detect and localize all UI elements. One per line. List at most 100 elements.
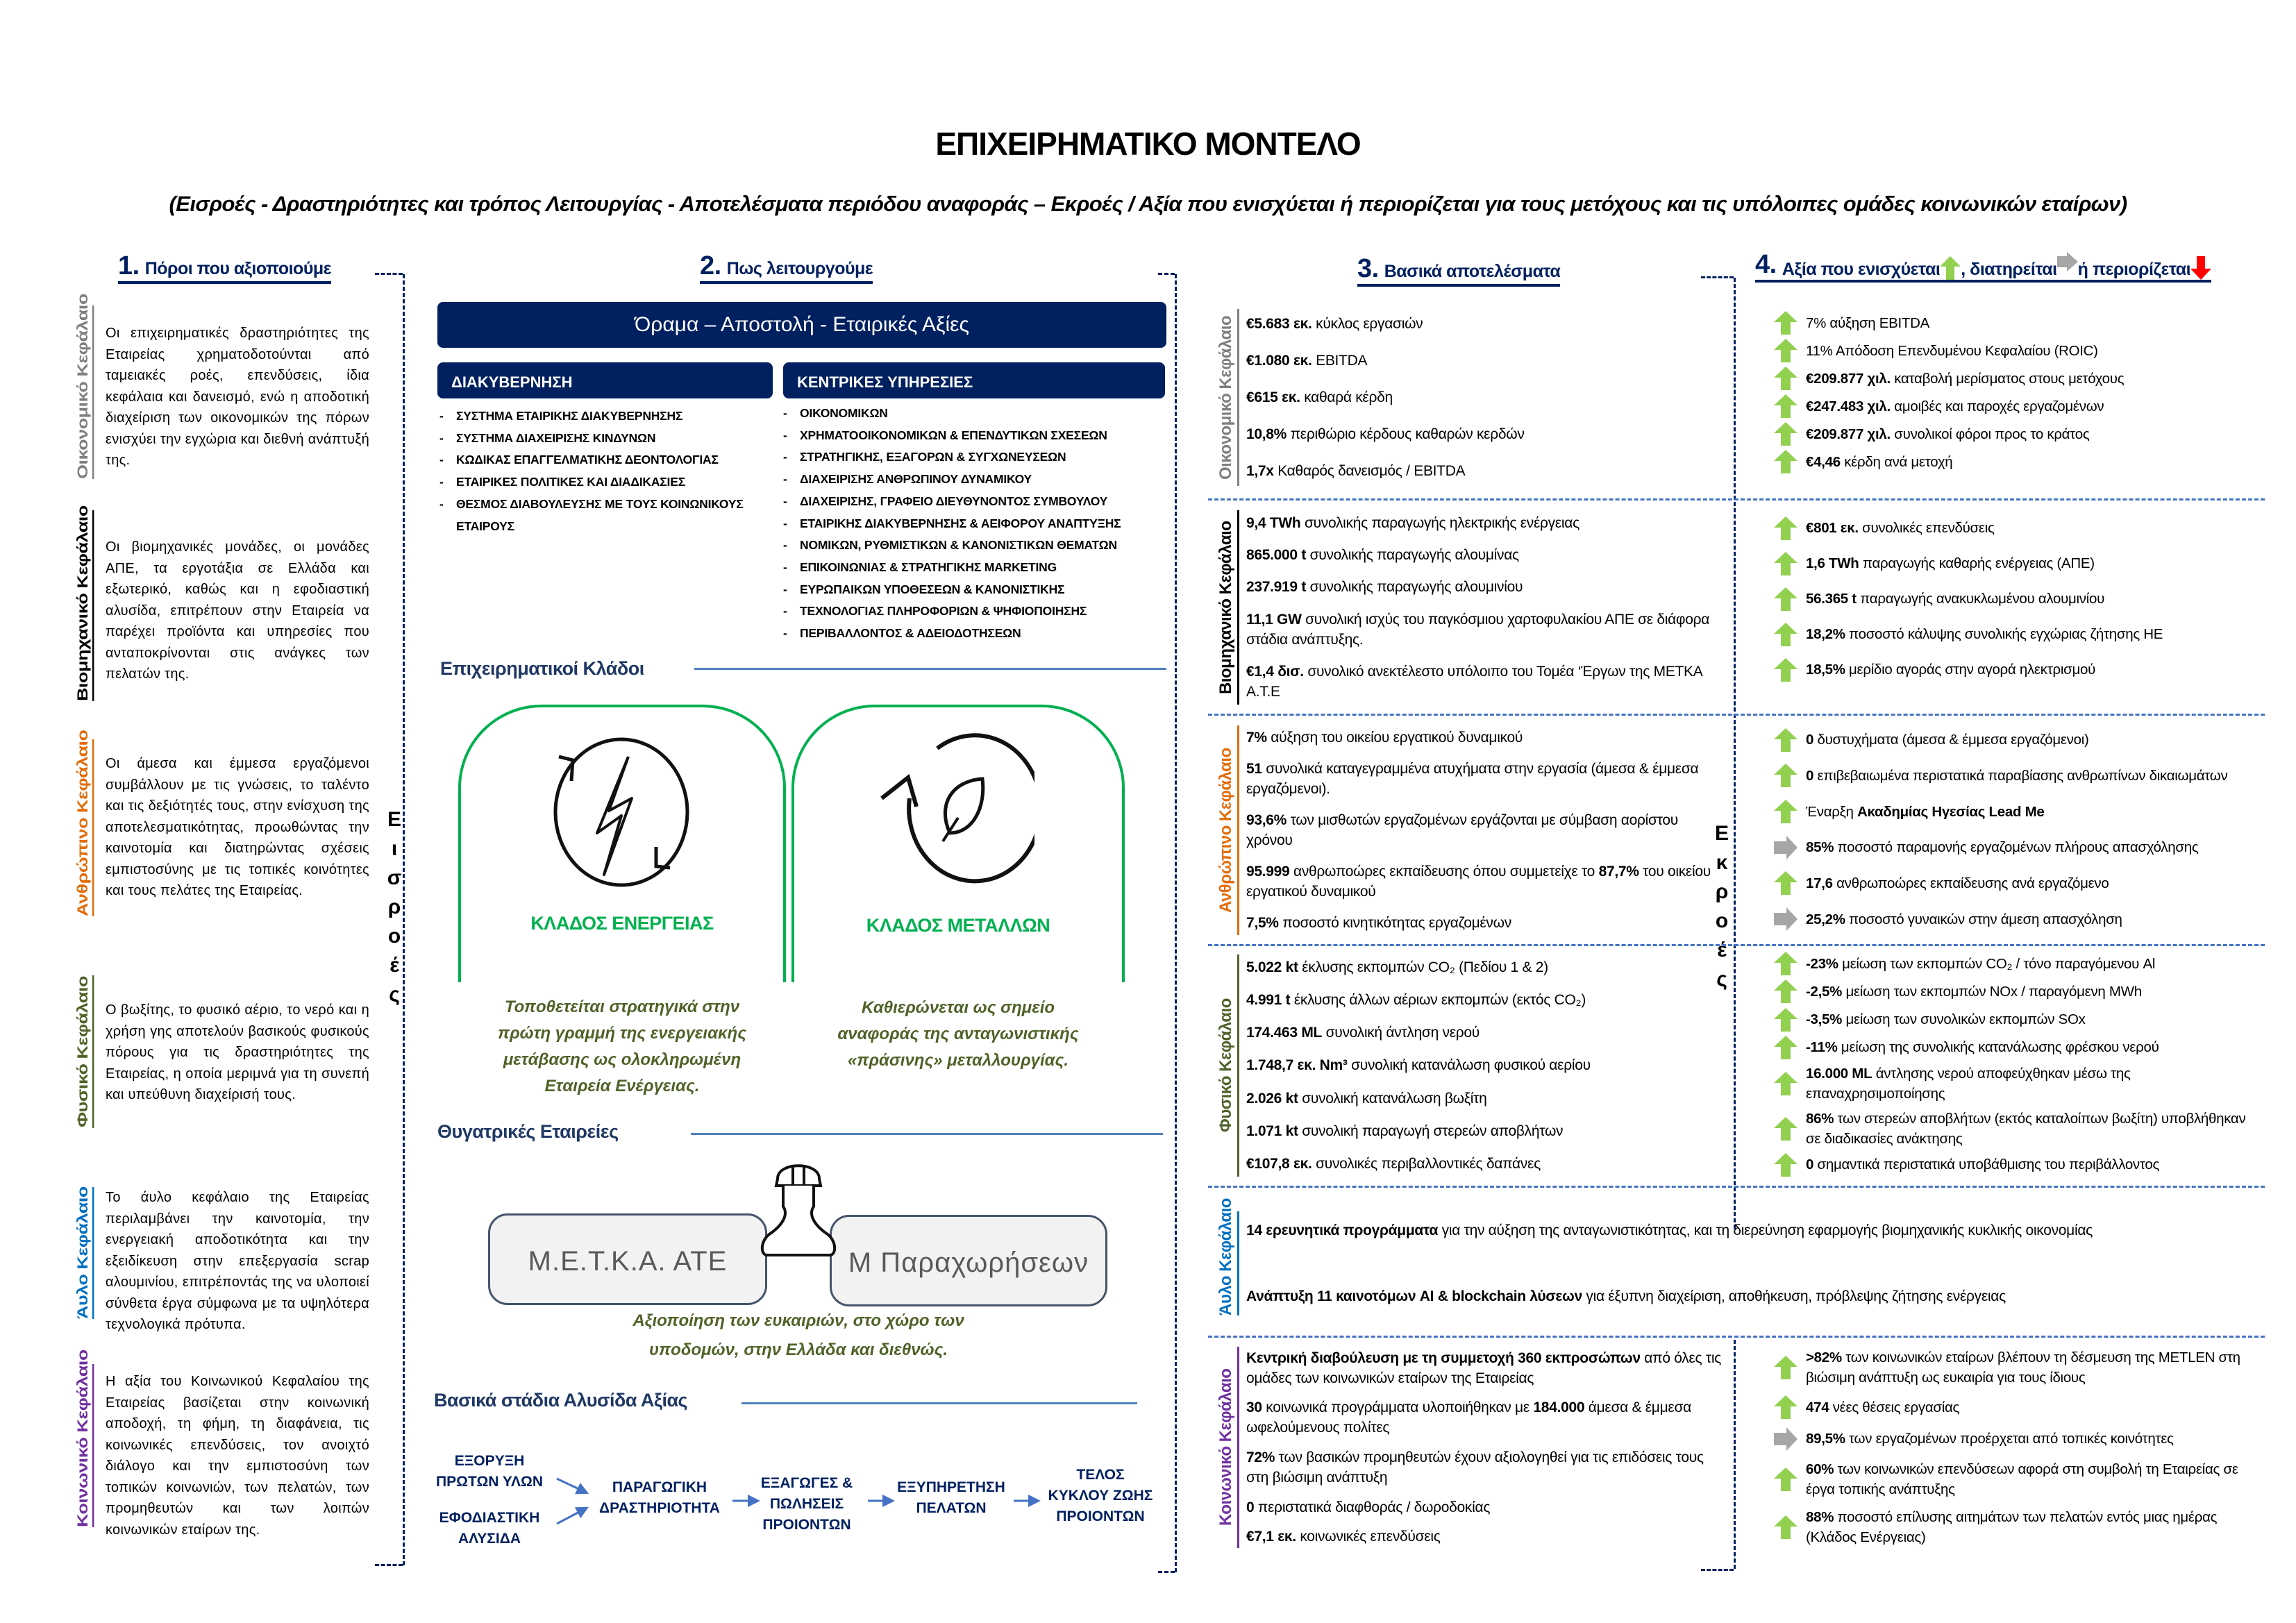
- value-text: συνολικής παραγωγής αλουμίνας: [1306, 547, 1520, 564]
- worker-helmet-icon: [760, 1164, 837, 1256]
- column-number: 1.: [118, 251, 140, 280]
- value-item: 7% αύξηση EBITDA: [1774, 311, 2260, 335]
- stage-line: ΤΕΛΟΣ: [1076, 1467, 1125, 1483]
- value-text: Έναρξη: [1806, 803, 1858, 820]
- value-text: 0 δυστυχήματα (άμεσα & έμμεσα εργαζόμενο…: [1806, 730, 2089, 750]
- value-text: 86% των στερεών αποβλήτων (εκτός καταλοί…: [1806, 1109, 2260, 1149]
- value-text: των κοινωνικών επενδύσεων αφορά στη συμβ…: [1806, 1461, 2238, 1497]
- letter: ρ: [1715, 880, 1729, 903]
- value-text: 7% αύξηση EBITDA: [1806, 314, 1929, 331]
- value-text: συνολικά καταγεγραμμένα ατυχήματα στην ε…: [1246, 761, 1699, 797]
- capital-label: Ανθρώπινο Κεφάλαιο: [1216, 725, 1239, 935]
- list-item: -ΕΥΡΩΠΑΙΚΩΝ ΥΠΟΘΕΣΕΩΝ & ΚΑΝΟΝΙΣΤΙΚΗΣ: [783, 579, 1121, 601]
- arrow-up-icon: [1774, 764, 1798, 788]
- value-highlight: 2.026 kt: [1246, 1090, 1298, 1107]
- governance-list: -ΣΥΣΤΗΜΑ ΕΤΑΙΡΙΚΗΣ ΔΙΑΚΥΒΕΡΝΗΣΗΣ-ΣΥΣΤΗΜΑ…: [439, 405, 744, 537]
- stage-line: ΕΦΟΔΙΑΣΤΙΚΗ: [439, 1510, 540, 1526]
- description-line: υποδομών, στην Ελλάδα και διεθνώς.: [648, 1340, 948, 1359]
- value-highlight: 18,5%: [1806, 662, 1845, 678]
- value-text: ανθρωποώρες εκπαίδευσης ανά εργαζόμενο: [1832, 875, 2109, 891]
- list-bullet: -: [439, 453, 444, 467]
- list-bullet: -: [439, 475, 444, 489]
- value-text: των εργαζομένων προέρχεται από τοπικές κ…: [1845, 1431, 2174, 1447]
- value-text: μείωση των συνολικών εκπομπών SOx: [1842, 1011, 2086, 1028]
- list-item: -ΝΟΜΙΚΩΝ, ΡΥΘΜΙΣΤΙΚΩΝ & ΚΑΝΟΝΙΣΤΙΚΩΝ ΘΕΜ…: [783, 535, 1121, 557]
- result-text: 4.991 t έκλυσης άλλων αέριων εκπομπών (ε…: [1246, 990, 1586, 1010]
- list-item-label: ΣΥΣΤΗΜΑ ΔΙΑΧΕΙΡΙΣΗΣ ΚΙΝΔΥΝΩΝ: [456, 430, 656, 445]
- list-item-label: ΣΥΣΤΗΜΑ ΕΤΑΙΡΙΚΗΣ ΔΙΑΚΥΒΕΡΝΗΣΗΣ: [456, 409, 683, 423]
- result-text: 93,6% των μισθωτών εργαζομένων εργάζοντα…: [1246, 810, 1725, 850]
- arrow-up-icon: [1774, 1152, 1798, 1177]
- result-item: 51 συνολικά καταγεγραμμένα ατυχήματα στη…: [1246, 759, 1725, 799]
- value-text: συνολικής παραγωγής αλουμινίου: [1306, 579, 1523, 596]
- value-highlight: 30: [1246, 1399, 1262, 1416]
- list-bullet: -: [783, 516, 787, 530]
- result-text: 865.000 t συνολικής παραγωγής αλουμίνας: [1246, 545, 1519, 565]
- result-item: 11,1 GW συνολική ισχύς του παγκόσμιου χα…: [1246, 609, 1725, 650]
- value-highlight: 0: [1806, 1157, 1814, 1173]
- result-text: 7,5% ποσοστό κινητικότητας εργαζομένων: [1246, 913, 1511, 933]
- list-item-label: ΝΟΜΙΚΩΝ, ΡΥΘΜΙΣΤΙΚΩΝ & ΚΑΝΟΝΙΣΤΙΚΩΝ ΘΕΜΑ…: [800, 538, 1117, 553]
- stage-line: ΕΞΥΠΗΡΕΤΗΣΗ: [897, 1479, 1005, 1495]
- list-bullet: -: [783, 626, 787, 641]
- value-highlight: Ακαδημίας Ηγεσίας Lead Me: [1857, 803, 2045, 820]
- letter: έ: [389, 954, 399, 977]
- result-text: €615 εκ. καθαρά κέρδη: [1246, 387, 1393, 407]
- stage-line: ΠΡΩΤΩΝ ΥΛΩΝ: [435, 1474, 544, 1490]
- value-highlight: €7,1 εκ.: [1246, 1529, 1296, 1545]
- result-text: 9,4 TWh συνολικής παραγωγής ηλεκτρικής ε…: [1246, 513, 1579, 533]
- value-highlight: 17,6: [1806, 875, 1833, 891]
- energy-sector-label: ΚΛΑΔΟΣ ΕΝΕΡΓΕΙΑΣ: [530, 913, 714, 934]
- arrow-up-icon: [1774, 1072, 1798, 1096]
- value-highlight: 87,7%: [1598, 864, 1639, 880]
- capital-label: Κοινωνικό Κεφάλαιο: [1216, 1347, 1239, 1548]
- arrow-up-icon: [1774, 800, 1798, 824]
- value-text: των στερεών αποβλήτων (εκτός καταλοίπων …: [1806, 1110, 2246, 1147]
- result-text: 7% αύξηση του οικείου εργατικού δυναμικο…: [1246, 728, 1523, 748]
- result-text: 237.919 t συνολικής παραγωγής αλουμινίου: [1246, 577, 1523, 597]
- capital-description: Οι άμεσα και έμμεσα εργαζόμενοι συμβάλλο…: [106, 756, 369, 898]
- value-chain-heading: Βασικά στάδια Αλυσίδα Αξίας: [434, 1390, 688, 1411]
- results-section: 14 ερευνητικά προγράμματα για την αύξηση…: [1246, 1197, 2253, 1329]
- value-text: νέες θέσεις εργασίας: [1829, 1399, 1960, 1415]
- value-text: αμοιβές και παροχές εργαζομένων: [1890, 398, 2104, 414]
- value-item: 1,6 TWh παραγωγής καθαρής ενέργειας (ΑΠΕ…: [1774, 551, 2260, 575]
- letter: κ: [1716, 851, 1728, 874]
- result-item: 93,6% των μισθωτών εργαζομένων εργάζοντα…: [1246, 810, 1725, 850]
- list-bullet: -: [439, 430, 444, 445]
- result-text: 1.748,7 εκ. Nm³ συνολική κατανάλωση φυσι…: [1246, 1055, 1591, 1075]
- value-item: 89,5% των εργαζομένων προέρχεται από τοπ…: [1774, 1427, 2260, 1451]
- result-text: 1,7x Καθαρός δανεισμός / EBITDA: [1246, 461, 1466, 481]
- column-title: Πως λειτουργούμε: [726, 259, 873, 278]
- description-line: Τοποθετείται στρατηγικά στην: [504, 998, 740, 1016]
- value-highlight: 0: [1246, 1499, 1255, 1515]
- value-highlight: 14 ερευνητικά προγράμματα: [1246, 1222, 1439, 1238]
- value-highlight: 88%: [1806, 1509, 1834, 1526]
- value-text: ποσοστό γυναικών στην άμεση απασχόληση: [1845, 911, 2122, 927]
- value-text: ποσοστό κινητικότητας εργαζομένων: [1278, 915, 1511, 931]
- value-highlight: €615 εκ.: [1246, 389, 1300, 405]
- letter: ρ: [387, 895, 401, 918]
- arrow-right-icon: [2056, 252, 2078, 271]
- value-item: €209.877 χιλ. καταβολή μερίσματος στους …: [1774, 367, 2260, 390]
- value-highlight: €247.483 χιλ.: [1806, 398, 1891, 414]
- value-highlight: 89,5%: [1806, 1431, 1845, 1447]
- result-text: €7,1 εκ. κοινωνικές επενδύσεις: [1246, 1527, 1441, 1547]
- value-highlight: 25,2%: [1806, 911, 1845, 927]
- value-text: 18,5% μερίδιο αγοράς στην αγορά ηλεκτρισ…: [1806, 659, 2095, 680]
- value-highlight: €209.877 χιλ.: [1806, 370, 1891, 387]
- value-text: 85% ποσοστό παραμονής εργαζομένων πλήρου…: [1806, 837, 2199, 857]
- value-highlight: Ανάπτυξη 11 καινοτόμων AI & blockchain λ…: [1246, 1288, 1582, 1304]
- value-text: 11% Απόδοση Επενδυμένου Κεφαλαίου (ROIC): [1806, 341, 2098, 361]
- result-text: 5.022 kt έκλυσης εκπομπών CO₂ (Πεδίου 1 …: [1246, 957, 1548, 977]
- value-highlight: €1.080 εκ.: [1246, 353, 1312, 369]
- value-text: -11% μείωση της συνολικής κατανάλωσης φρ…: [1806, 1037, 2159, 1057]
- value-text: 0 σημαντικά περιστατικά υποβάθμισης του …: [1806, 1154, 2159, 1175]
- result-text: 2.026 kt συνολική κατανάλωση βωξίτη: [1246, 1088, 1487, 1109]
- description-line: Αξιοποίηση των ευκαιριών, στο χώρο των: [632, 1311, 964, 1330]
- column-title: Πόροι που αξιοποιούμε: [144, 259, 332, 278]
- list-bullet: -: [783, 560, 787, 574]
- result-item: 237.919 t συνολικής παραγωγής αλουμινίου: [1246, 577, 1725, 597]
- value-highlight: 7,5%: [1246, 915, 1279, 931]
- result-item: 1.748,7 εκ. Nm³ συνολική κατανάλωση φυσι…: [1246, 1055, 1725, 1075]
